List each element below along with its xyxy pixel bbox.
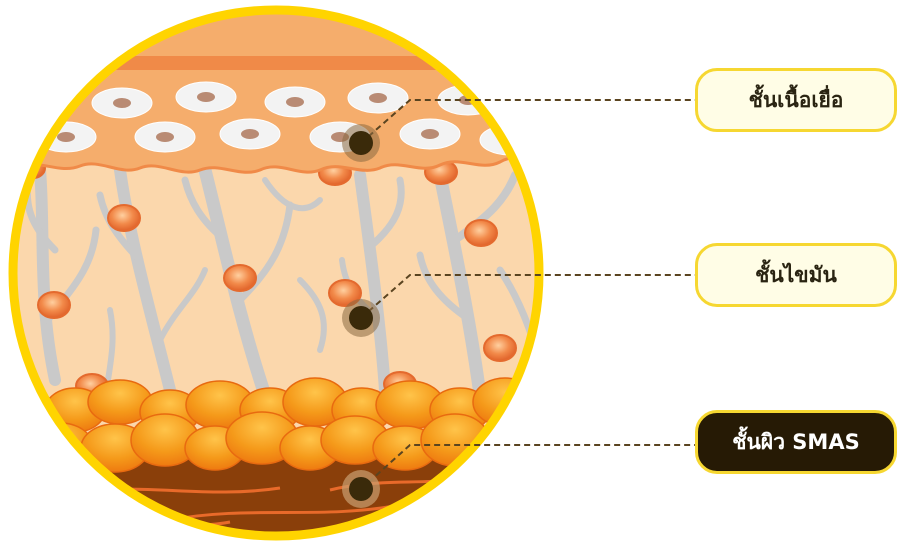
- subcutaneous-fat-blobs: [27, 377, 536, 473]
- marker-dot-fat: [342, 299, 380, 337]
- label-tissue-layer: ชั้นเนื้อเยื่อ: [695, 68, 897, 132]
- marker-dot-smas: [342, 470, 380, 508]
- magnifier-ring: [8, 5, 544, 541]
- connector-lines: [360, 99, 695, 490]
- marker-dots: [342, 124, 380, 508]
- marker-dot-tissue: [342, 124, 380, 162]
- label-fat-layer: ชั้นไขมัน: [695, 243, 897, 307]
- label-smas-layer: ชั้นผิว SMAS: [695, 410, 897, 474]
